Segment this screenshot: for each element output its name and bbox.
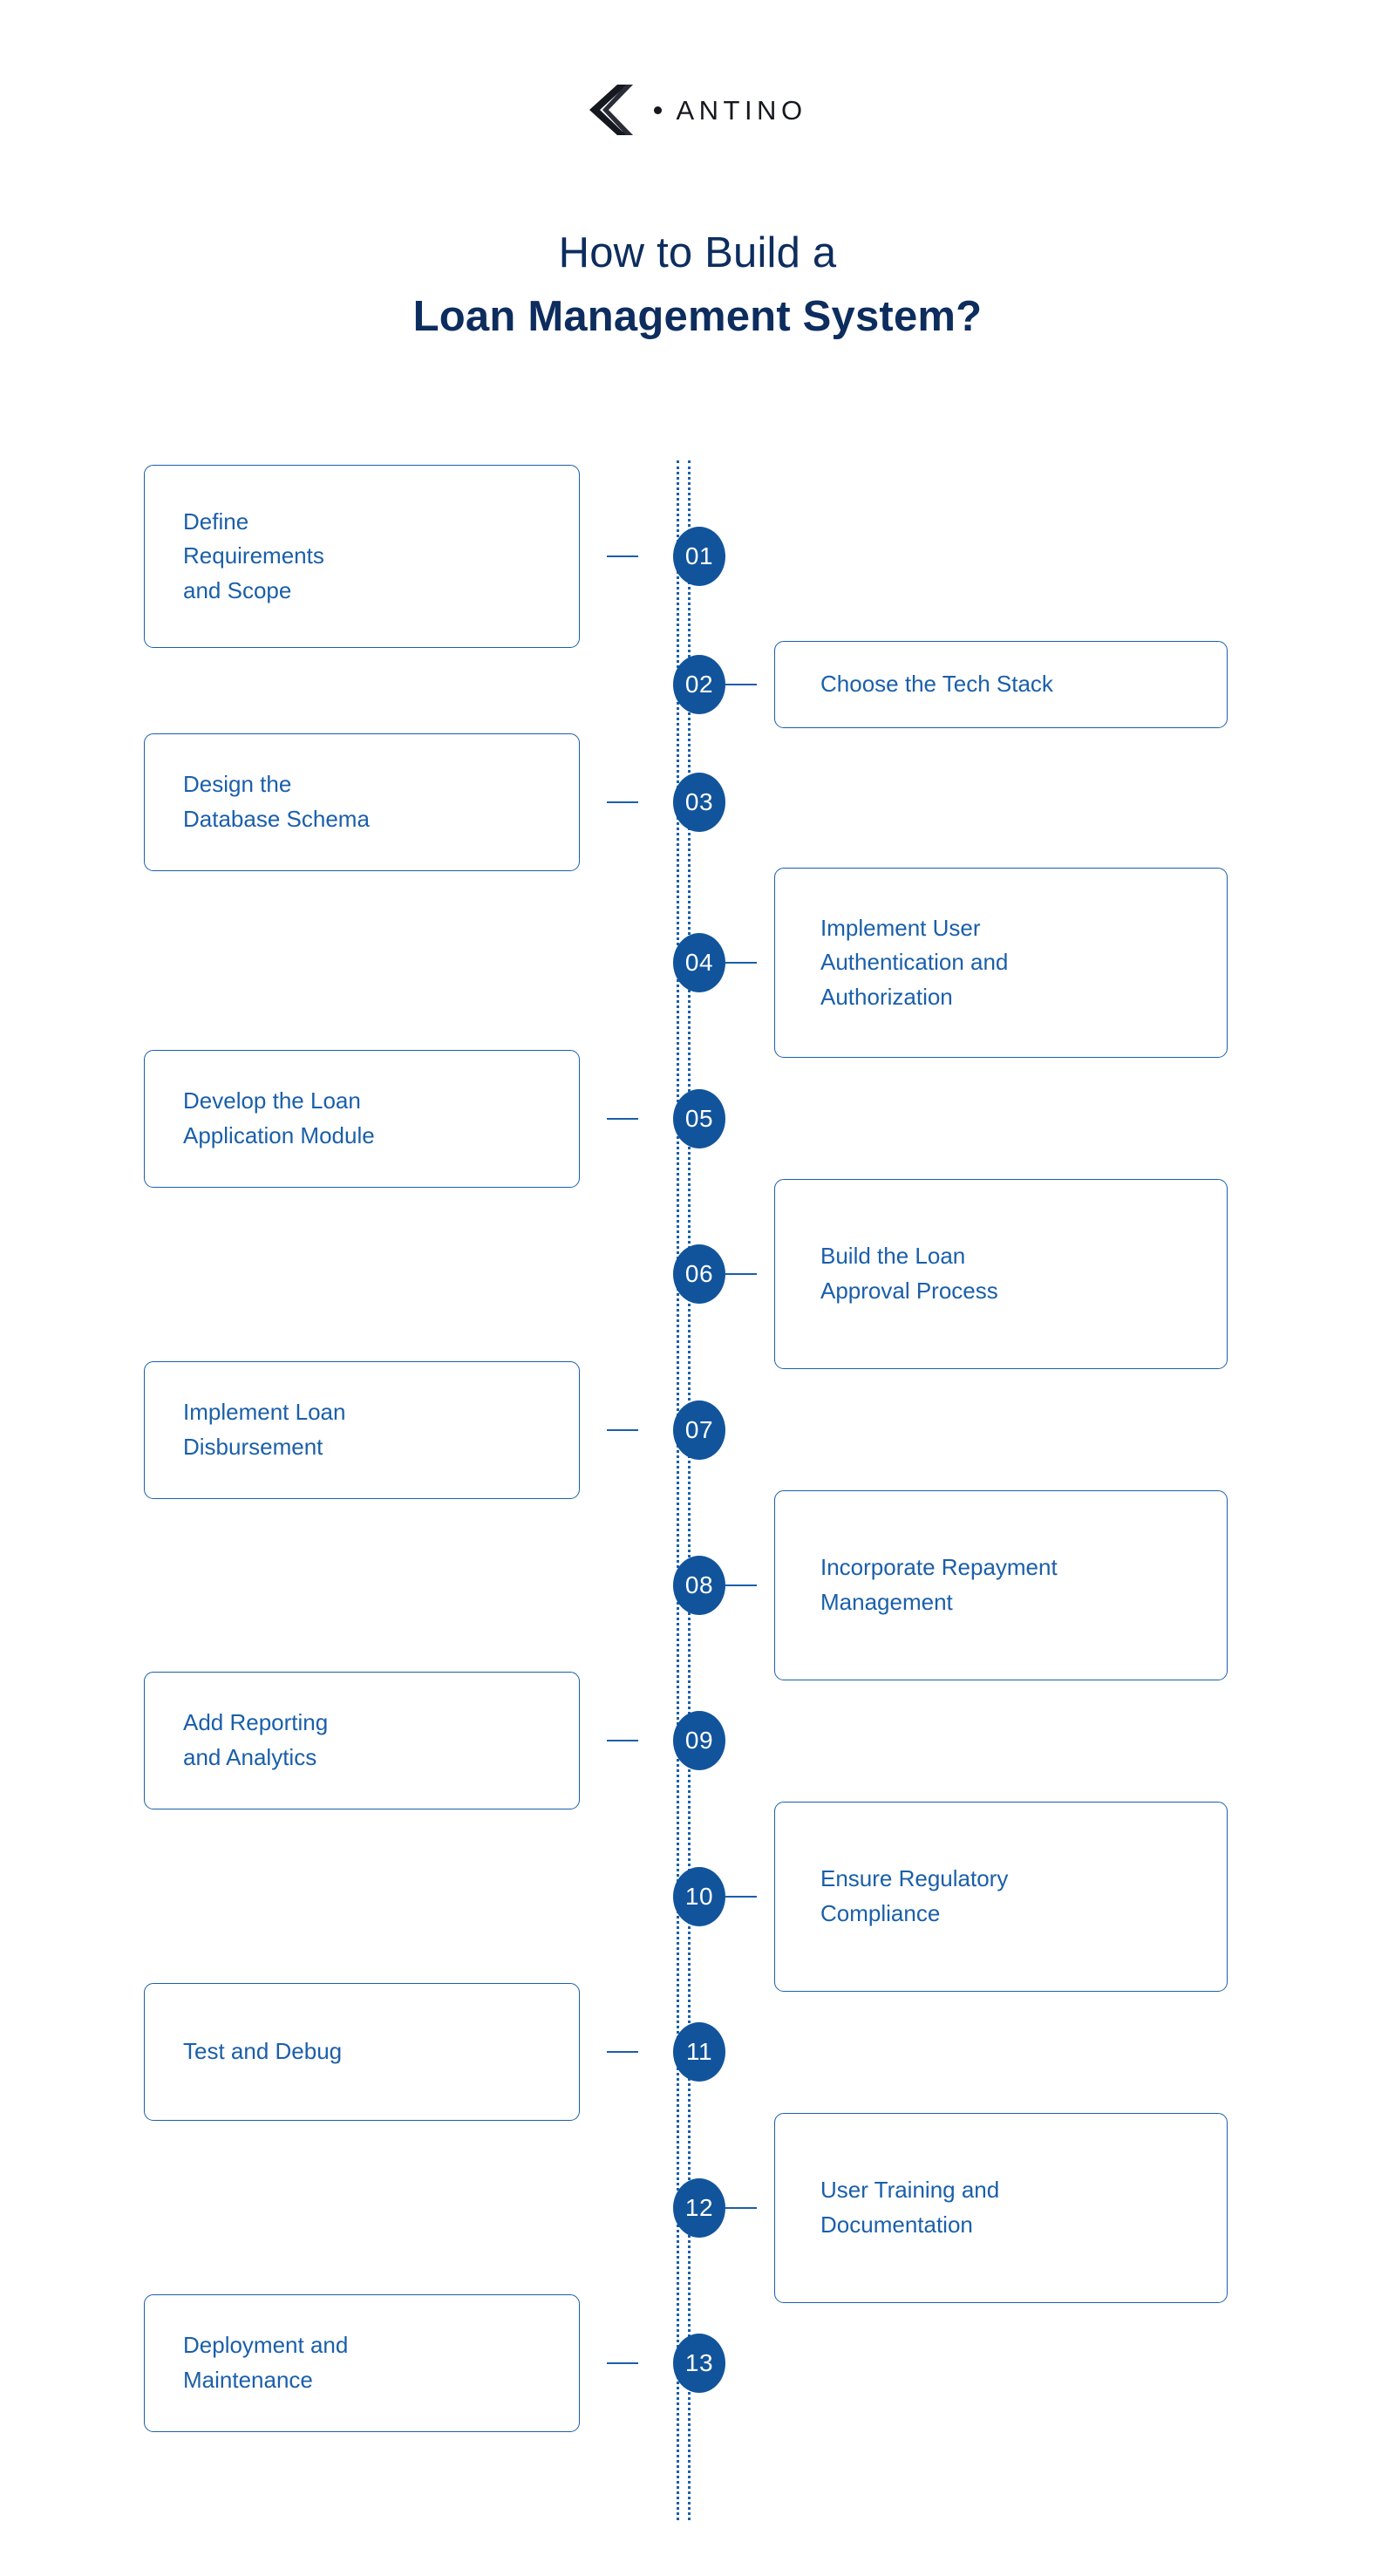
step-card-label-02: Choose the Tech Stack	[820, 671, 1053, 698]
step-badge-02[interactable]: 02	[673, 655, 725, 714]
step-badge-05[interactable]: 05	[673, 1089, 725, 1148]
step-badge-number-05: 05	[684, 1105, 714, 1132]
step-card-06[interactable]: Build the Loan Approval Process	[774, 1179, 1228, 1369]
step-card-label-01: Define Requirements and Scope	[183, 508, 324, 603]
step-card-07[interactable]: Implement Loan Disbursement	[144, 1361, 580, 1499]
step-card-09[interactable]: Add Reporting and Analytics	[144, 1672, 580, 1809]
brand-name: ANTINO	[676, 94, 807, 126]
step-badge-number-06: 06	[684, 1260, 714, 1287]
page-title: How to Build a Loan Management System?	[0, 228, 1395, 342]
step-card-label-03: Design the Database Schema	[183, 771, 370, 832]
step-badge-04[interactable]: 04	[673, 933, 725, 992]
step-card-01[interactable]: Define Requirements and Scope	[144, 465, 580, 648]
step-badge-number-01: 01	[684, 542, 714, 569]
step-card-10[interactable]: Ensure Regulatory Compliance	[774, 1802, 1228, 1992]
step-card-02[interactable]: Choose the Tech Stack	[774, 641, 1228, 728]
connector-line-08	[725, 1584, 757, 1586]
timeline-rail-dotted-left	[677, 460, 679, 2520]
connector-line-03	[607, 801, 638, 803]
antino-chevron-logo-icon	[588, 83, 636, 137]
connector-line-12	[725, 2207, 757, 2209]
step-card-label-04: Implement User Authentication and Author…	[820, 914, 1009, 1010]
brand-dot-icon	[654, 106, 663, 114]
step-card-08[interactable]: Incorporate Repayment Management	[774, 1490, 1228, 1680]
step-card-label-10: Ensure Regulatory Compliance	[820, 1865, 1009, 1926]
step-badge-number-12: 12	[684, 2194, 714, 2221]
step-card-label-09: Add Reporting and Analytics	[183, 1709, 329, 1770]
step-badge-06[interactable]: 06	[673, 1244, 725, 1304]
step-badge-13[interactable]: 13	[673, 2334, 725, 2393]
connector-line-04	[725, 962, 757, 964]
step-card-label-06: Build the Loan Approval Process	[820, 1243, 998, 1304]
step-card-05[interactable]: Develop the Loan Application Module	[144, 1050, 580, 1188]
connector-line-01	[607, 555, 638, 557]
step-badge-11[interactable]: 11	[673, 2022, 725, 2082]
connector-line-11	[607, 2051, 638, 2053]
step-badge-09[interactable]: 09	[673, 1711, 725, 1770]
step-card-04[interactable]: Implement User Authentication and Author…	[774, 868, 1228, 1058]
step-badge-number-13: 13	[684, 2349, 714, 2376]
connector-line-09	[607, 1740, 638, 1741]
step-badge-number-08: 08	[684, 1571, 714, 1598]
step-badge-03[interactable]: 03	[673, 773, 725, 832]
page-title-line-1: How to Build a	[558, 229, 837, 276]
step-card-11[interactable]: Test and Debug	[144, 1983, 580, 2121]
connector-line-05	[607, 1118, 638, 1120]
page-title-line-2: Loan Management System?	[412, 292, 983, 340]
step-badge-01[interactable]: 01	[673, 527, 725, 586]
step-card-12[interactable]: User Training and Documentation	[774, 2113, 1228, 2303]
step-badge-08[interactable]: 08	[673, 1556, 725, 1615]
step-card-label-05: Develop the Loan Application Module	[183, 1087, 375, 1148]
step-card-label-13: Deployment and Maintenance	[183, 2332, 349, 2393]
step-card-label-11: Test and Debug	[183, 2038, 343, 2065]
connector-line-13	[607, 2362, 638, 2364]
step-badge-number-07: 07	[684, 1416, 714, 1443]
connector-line-10	[725, 1896, 757, 1898]
step-badge-12[interactable]: 12	[673, 2178, 725, 2238]
step-badge-number-03: 03	[684, 788, 714, 815]
step-card-label-07: Implement Loan Disbursement	[183, 1399, 346, 1460]
step-badge-number-09: 09	[684, 1727, 714, 1754]
step-card-label-08: Incorporate Repayment Management	[820, 1554, 1058, 1615]
connector-line-02	[725, 684, 757, 685]
step-badge-number-10: 10	[684, 1883, 714, 1910]
connector-line-06	[725, 1273, 757, 1275]
step-badge-number-02: 02	[684, 671, 714, 698]
step-badge-number-11: 11	[685, 2038, 713, 2065]
brand-header: ANTINO	[0, 83, 1395, 137]
step-badge-07[interactable]: 07	[673, 1400, 725, 1460]
timeline-rail-dotted-right	[688, 460, 691, 2520]
step-card-03[interactable]: Design the Database Schema	[144, 733, 580, 871]
step-card-13[interactable]: Deployment and Maintenance	[144, 2294, 580, 2432]
connector-line-07	[607, 1429, 638, 1431]
step-card-label-12: User Training and Documentation	[820, 2177, 1000, 2238]
step-badge-10[interactable]: 10	[673, 1867, 725, 1926]
step-badge-number-04: 04	[684, 949, 714, 976]
